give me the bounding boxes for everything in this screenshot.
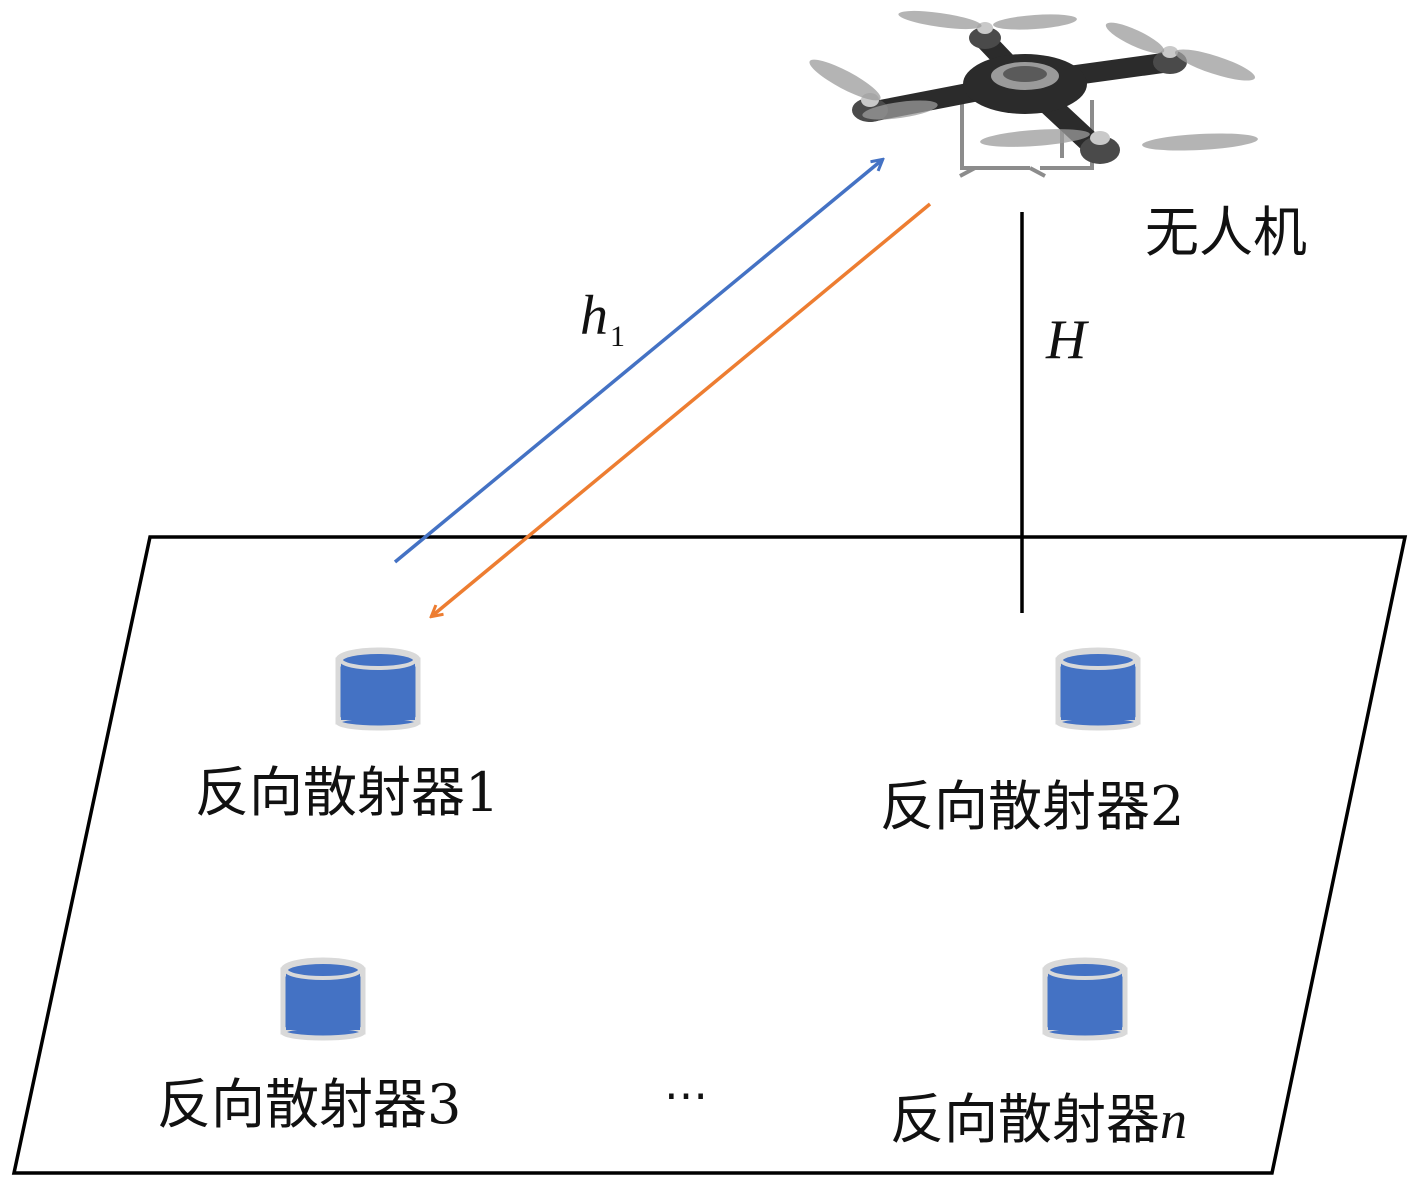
scatterer-3-index: 3 — [427, 1073, 462, 1136]
scatterer-1-label: 反向散射器1 — [195, 748, 499, 827]
scatterer-1-prefix: 反向散射器 — [195, 761, 465, 824]
scatterer-2-label: 反向散射器2 — [880, 762, 1184, 841]
drone-icon — [809, 10, 1258, 178]
scatterer-2-index: 2 — [1150, 775, 1185, 838]
scatterer-3-prefix: 反向散射器 — [157, 1073, 427, 1136]
tag-1-icon — [335, 647, 421, 731]
scatterer-n-index: n — [1160, 1090, 1187, 1150]
channel-label: h1 — [580, 284, 625, 354]
scatterer-3-label: 反向散射器3 — [157, 1060, 461, 1139]
height-label: H — [1046, 309, 1087, 371]
downlink-arrow — [432, 202, 932, 616]
scatterer-n-prefix: 反向散射器 — [890, 1088, 1160, 1151]
tag-3-icon — [280, 957, 366, 1041]
channel-label-main: h — [580, 285, 608, 347]
scatterer-2-prefix: 反向散射器 — [880, 775, 1150, 838]
scatterer-1-index: 1 — [465, 761, 500, 824]
tag-n-icon — [1042, 957, 1128, 1041]
channel-label-sub: 1 — [610, 320, 625, 353]
ellipsis: ⋯ — [664, 1070, 708, 1121]
scatterer-n-label: 反向散射器n — [890, 1075, 1187, 1154]
ground-plane — [11, 535, 1408, 1175]
uplink-arrow — [393, 160, 882, 564]
uav-label: 无人机 — [1145, 201, 1307, 264]
tag-2-icon — [1055, 647, 1141, 731]
